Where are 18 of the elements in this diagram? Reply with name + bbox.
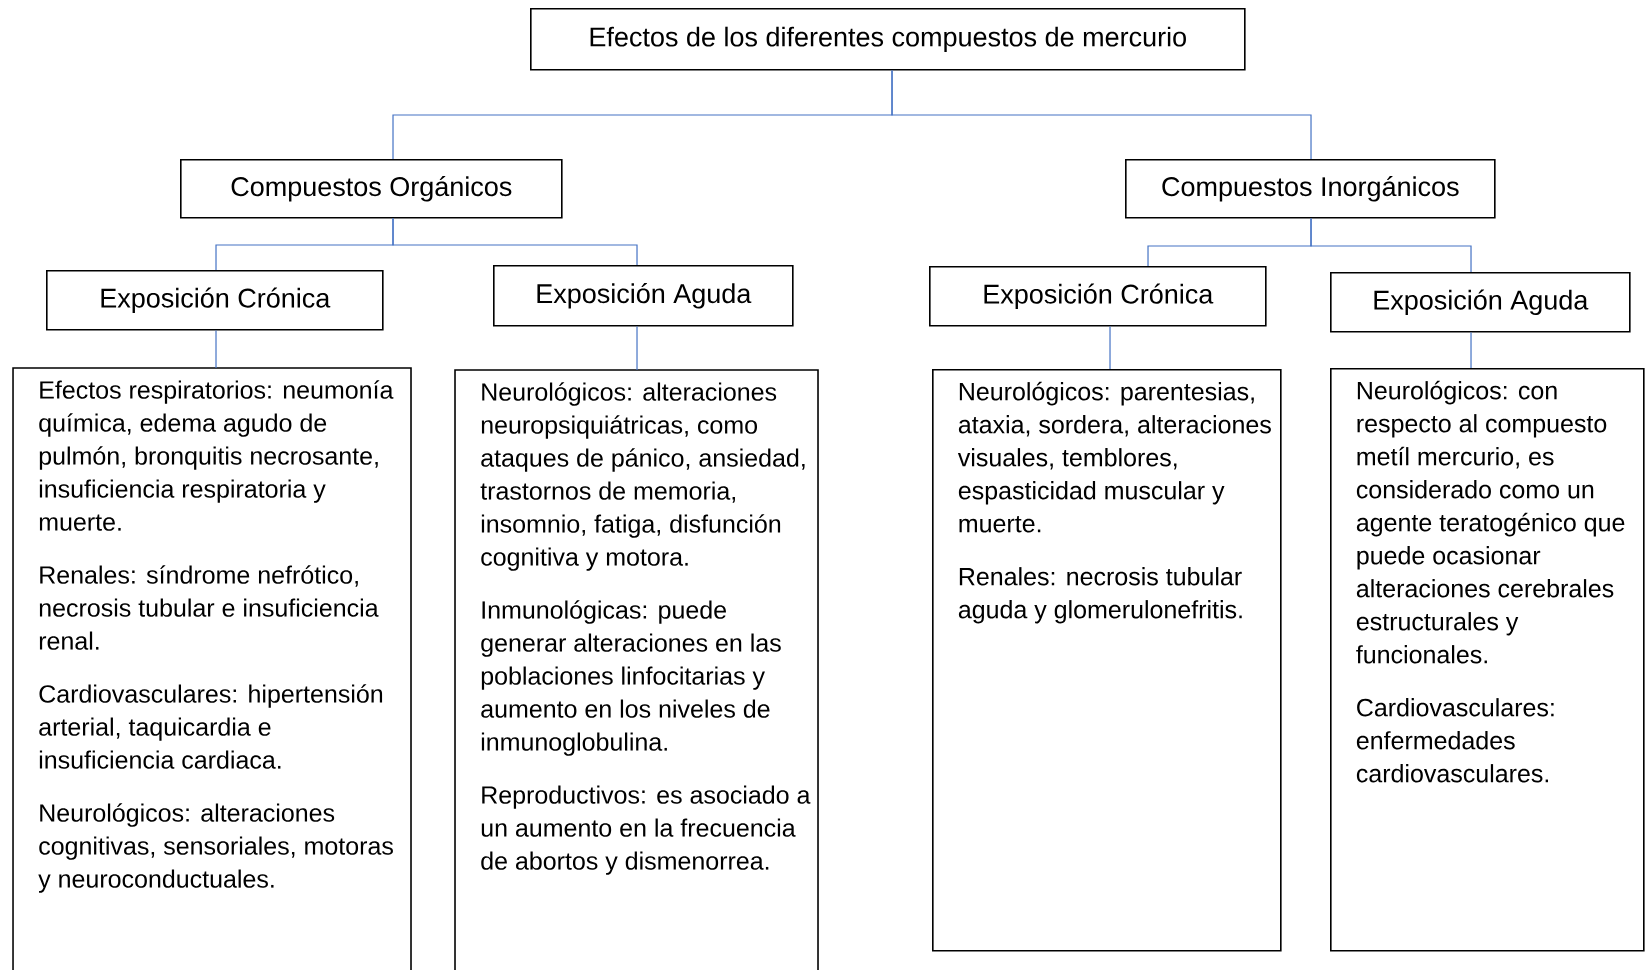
- heading-box: Compuestos Orgánicos: [180, 159, 563, 219]
- heading-box: Exposición Aguda: [493, 265, 794, 327]
- connector-line: [891, 70, 1312, 160]
- text-box: Neurológicos: parentesias, ataxia, sordera, alteraciones visuales, temblores, espasticidad muscular y muerte. Renales: necrosis tubular aguda y glomerulonefritis.: [932, 369, 1282, 952]
- connector-line: [1310, 218, 1472, 273]
- heading-box: Exposición Aguda: [1330, 272, 1631, 333]
- connector-line: [1470, 332, 1472, 369]
- text-box: Neurológicos: alteraciones neuropsiquiátricas, como ataques de pánico, ansiedad, trastornos de memoria, insomnio, fatiga, disfunción cognitiva y motora. Inmunológicas: puede generar alteraciones en las poblaciones linfocitarias y aumento en los niveles de inmunoglobulina. Reproductivos: es asociado a un aumento en la frecuencia de abortos y dismenorrea.: [454, 369, 819, 970]
- heading-box: Compuestos Inorgánicos: [1125, 159, 1496, 219]
- heading-box: Exposición Crónica: [46, 270, 384, 331]
- connector-line: [215, 330, 217, 369]
- connector-line: [1109, 326, 1111, 370]
- connector-line: [392, 218, 638, 266]
- text-box: Efectos respiratorios: neumonía química, edema agudo de pulmón, bronquitis necrosante, insuficiencia respiratoria y muerte. Renales: síndrome nefrótico, necrosis tubular e insuficiencia renal. Cardiovasculares: hipertensión arterial, taquicardia e insuficiencia cardiaca. Neurológicos: alteraciones cognitivas, sensoriales, motoras y neuroconductuales.: [12, 367, 412, 970]
- heading-box: Exposición Crónica: [929, 266, 1267, 327]
- heading-box: Efectos de los diferentes compuestos de mercurio: [530, 8, 1246, 71]
- connector-line: [636, 326, 638, 371]
- text-box: Neurológicos: con respecto al compuesto metíl mercurio, es considerado como un agente teratogénico que puede ocasionar alteraciones cerebrales estructurales y funcionales. Cardiovasculares: enfermedades cardiovasculares.: [1330, 368, 1645, 952]
